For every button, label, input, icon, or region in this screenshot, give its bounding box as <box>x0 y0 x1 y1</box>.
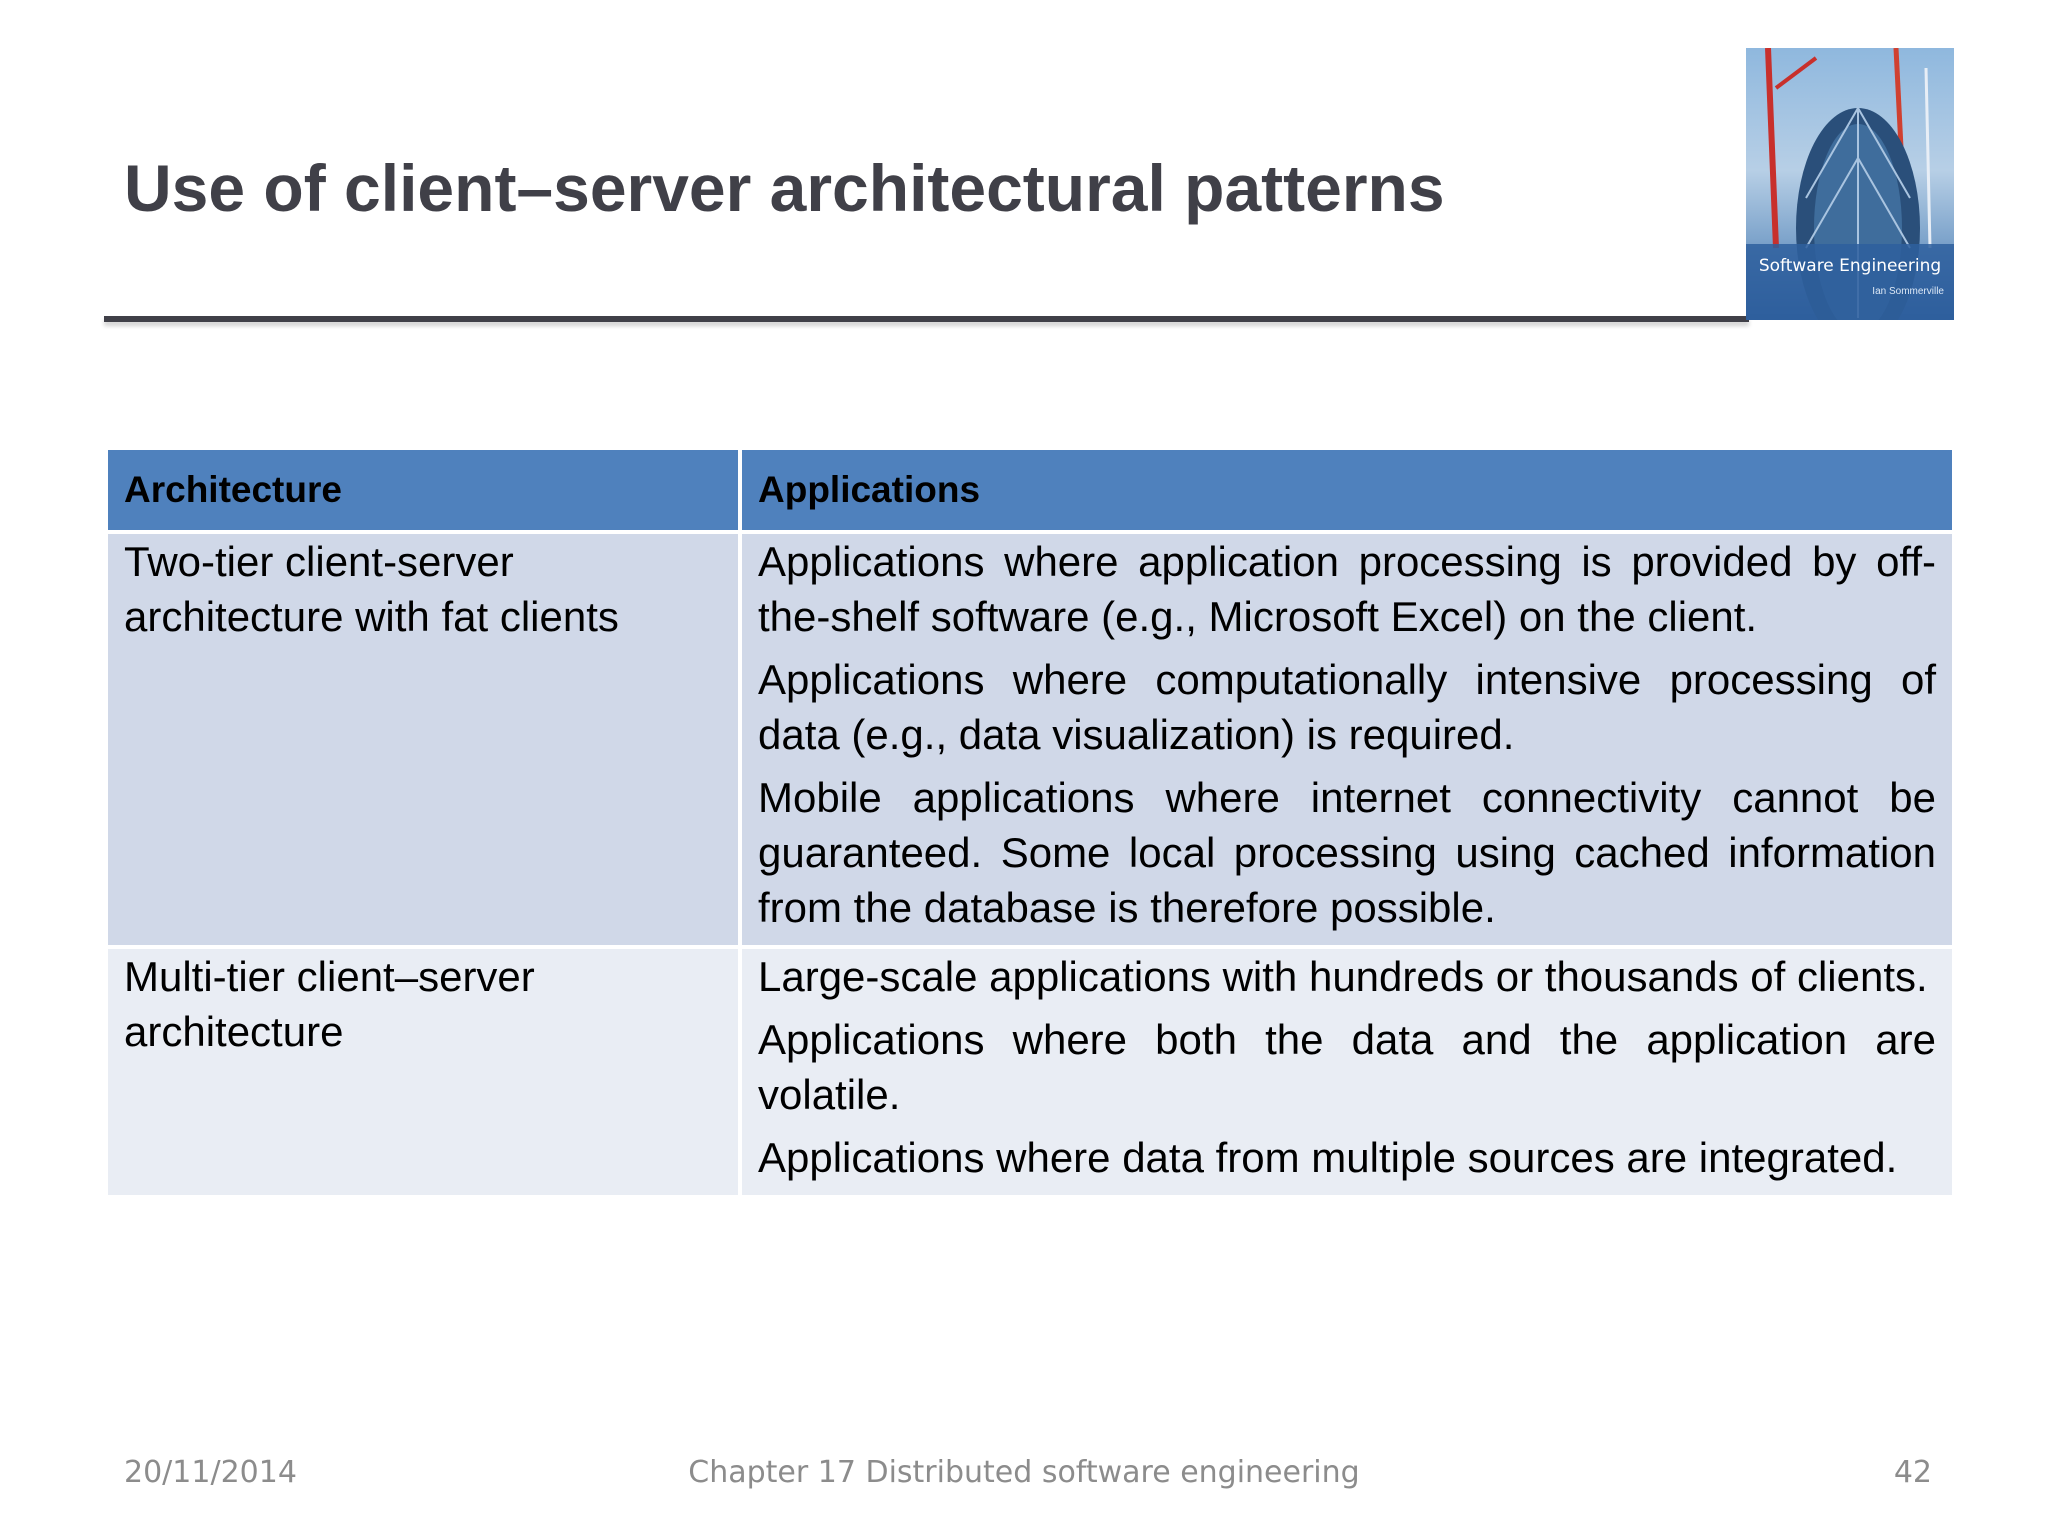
title-divider <box>104 316 1749 322</box>
applications-cell: Large-scale applications with hundreds o… <box>738 945 1956 1199</box>
architecture-cell: Multi-tier client–server architecture <box>104 945 742 1199</box>
table-header-row: Architecture Applications <box>104 446 1956 534</box>
application-item: Large-scale applications with hundreds o… <box>758 953 1928 1000</box>
footer-date: 20/11/2014 <box>124 1455 297 1490</box>
application-item: Applications where both the data and the… <box>758 1016 1936 1118</box>
table-row: Two-tier client-server architecture with… <box>104 530 1956 949</box>
cover-author: Ian Sommerville <box>1872 286 1944 297</box>
header-architecture: Architecture <box>104 446 742 534</box>
building-illustration <box>1746 48 1954 320</box>
application-item: Applications where data from multiple so… <box>758 1134 1898 1181</box>
slide-title: Use of client–server architectural patte… <box>124 151 1445 225</box>
application-item: Applications where computationally inten… <box>758 656 1936 758</box>
architecture-cell: Two-tier client-server architecture with… <box>104 530 742 949</box>
table-row: Multi-tier client–server architecture La… <box>104 945 1956 1199</box>
application-item: Mobile applications where internet conne… <box>758 774 1936 931</box>
header-applications: Applications <box>738 446 1956 534</box>
applications-cell: Applications where application processin… <box>738 530 1956 949</box>
cover-title: Software Engineering <box>1758 256 1942 276</box>
application-item: Applications where application processin… <box>758 538 1936 640</box>
book-cover-image: Software Engineering Ian Sommerville <box>1746 48 1954 320</box>
footer-chapter: Chapter 17 Distributed software engineer… <box>688 1455 1360 1490</box>
footer-page-number: 42 <box>1893 1455 1932 1490</box>
architecture-table: Architecture Applications Two-tier clien… <box>104 446 1956 1199</box>
